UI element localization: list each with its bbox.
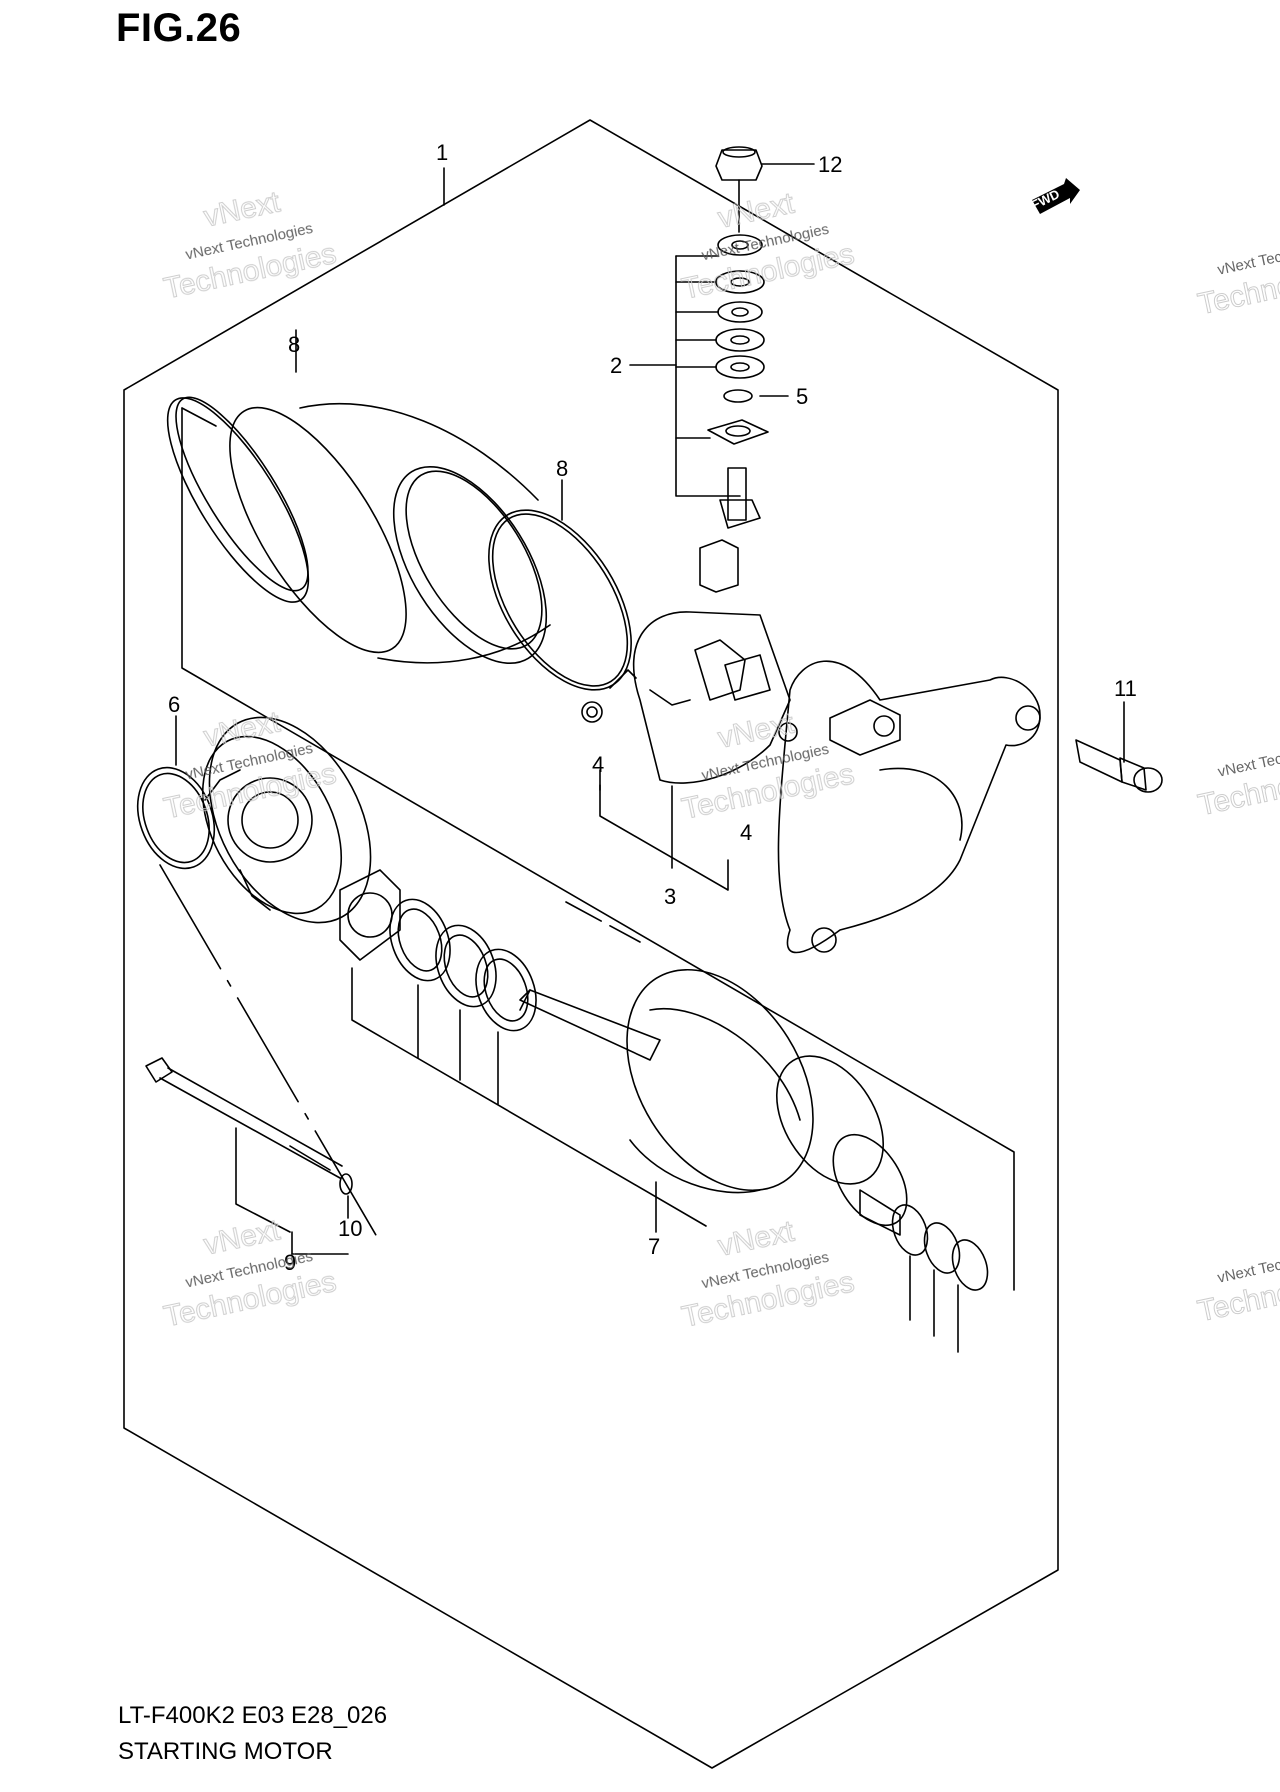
bracket-2 (675, 255, 741, 497)
callout-1: 1 (436, 140, 448, 165)
o-ring-8-a-inner (491, 513, 629, 687)
callout-11: 11 (1114, 676, 1137, 701)
front-housing (777, 660, 1041, 954)
o-ring-6-inner (142, 772, 210, 864)
callout-4-left: 4 (592, 752, 604, 777)
figure-title: FIG.26 (116, 6, 242, 50)
callout-labels: 1 2 3 4 4 5 6 7 8 8 9 10 11 12 (168, 140, 1137, 1275)
bracket-4-3 (599, 769, 729, 891)
callout-6: 6 (168, 692, 180, 717)
yoke-housing (166, 396, 551, 665)
bracket-9 (235, 1127, 291, 1233)
svg-text:vNext: vNext (201, 1213, 284, 1261)
callout-4-right: 4 (740, 820, 752, 845)
armature-group-bracket (181, 407, 1015, 1291)
callout-9: 9 (284, 1250, 296, 1275)
figure-caption: STARTING MOTOR (118, 1738, 333, 1765)
washer-r1 (891, 1204, 929, 1256)
fwd-arrow-icon: FWD (1029, 178, 1080, 214)
svg-text:vNext: vNext (715, 1215, 798, 1263)
callout-8-b: 8 (556, 456, 568, 481)
o-ring-6 (136, 766, 216, 870)
svg-text:vNext: vNext (715, 187, 798, 235)
o-ring-8-a (488, 509, 632, 691)
stator-group-bracket (181, 407, 217, 427)
model-code: LT-F400K2 E03 E28_026 (118, 1702, 388, 1729)
callout-2: 2 (610, 353, 622, 378)
brush-holder (581, 611, 798, 784)
callout-5: 5 (796, 384, 808, 409)
washer-bracket-left (351, 967, 707, 1227)
washer-10 (339, 1173, 353, 1195)
bolt-11 (1075, 739, 1163, 793)
armature (519, 968, 908, 1236)
svg-text:vNext: vNext (201, 185, 284, 233)
callout-10: 10 (338, 1216, 362, 1241)
end-cover (201, 716, 372, 924)
terminal-stack (699, 146, 769, 593)
brush-line-dash (565, 901, 641, 943)
through-bolt-9 (145, 1057, 343, 1179)
callout-3: 3 (664, 884, 676, 909)
callout-12: 12 (818, 152, 842, 177)
end-cover-group-bracket (159, 864, 381, 1243)
svg-text:vNext: vNext (201, 705, 284, 753)
callout-8-a: 8 (288, 332, 300, 357)
plate-and-washers (339, 869, 537, 1032)
callout-7: 7 (648, 1234, 660, 1259)
washer-r3 (951, 1239, 989, 1291)
assembly-outline (123, 119, 1059, 1769)
